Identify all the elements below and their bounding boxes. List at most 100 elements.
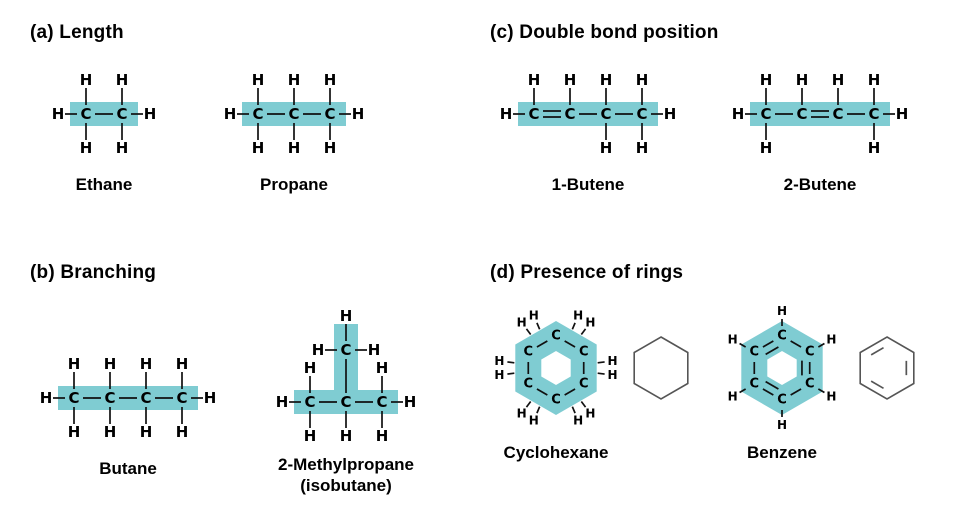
svg-text:C: C — [304, 393, 315, 411]
svg-text:H: H — [564, 71, 577, 89]
svg-text:H: H — [777, 304, 787, 318]
svg-text:H: H — [585, 406, 595, 420]
svg-text:C: C — [80, 105, 91, 123]
svg-text:H: H — [252, 139, 265, 157]
svg-text:H: H — [500, 105, 513, 123]
svg-text:H: H — [324, 139, 337, 157]
svg-text:H: H — [116, 139, 129, 157]
svg-text:C: C — [832, 105, 843, 123]
cyclohexane-label: Cyclohexane — [503, 443, 609, 462]
svg-text:H: H — [728, 333, 738, 347]
svg-text:H: H — [288, 71, 301, 89]
svg-text:H: H — [636, 71, 649, 89]
ethane-label: Ethane — [75, 175, 133, 194]
svg-text:C: C — [376, 393, 387, 411]
svg-text:H: H — [276, 393, 289, 411]
svg-text:C: C — [340, 393, 351, 411]
svg-text:H: H — [104, 423, 117, 441]
svg-text:H: H — [868, 71, 881, 89]
svg-text:H: H — [368, 341, 381, 359]
svg-text:H: H — [80, 71, 93, 89]
svg-text:H: H — [116, 71, 129, 89]
svg-text:C: C — [777, 329, 787, 344]
svg-text:H: H — [600, 71, 613, 89]
panel-length-heading: (a) Length — [30, 22, 124, 43]
svg-text:C: C — [524, 377, 534, 392]
svg-text:H: H — [600, 139, 613, 157]
svg-text:H: H — [796, 71, 809, 89]
svg-text:H: H — [140, 423, 153, 441]
svg-text:H: H — [494, 354, 504, 368]
svg-text:C: C — [288, 105, 299, 123]
svg-text:H: H — [529, 414, 539, 428]
svg-text:H: H — [664, 105, 677, 123]
svg-text:H: H — [144, 105, 157, 123]
svg-text:C: C — [116, 105, 127, 123]
svg-text:C: C — [600, 105, 611, 123]
svg-text:C: C — [760, 105, 771, 123]
svg-text:C: C — [524, 345, 534, 360]
svg-text:C: C — [104, 389, 115, 407]
svg-text:H: H — [68, 423, 81, 441]
svg-text:C: C — [750, 377, 760, 392]
svg-text:C: C — [528, 105, 539, 123]
svg-text:H: H — [204, 389, 217, 407]
svg-text:H: H — [494, 368, 504, 382]
benzene-shorthand-hexagon — [859, 336, 915, 400]
svg-text:C: C — [340, 341, 351, 359]
svg-text:C: C — [324, 105, 335, 123]
isobutane-label-line1: 2-Methylpropane — [277, 455, 415, 474]
butene2-label: 2-Butene — [783, 175, 857, 194]
propane-label: Propane — [259, 175, 329, 194]
svg-text:C: C — [564, 105, 575, 123]
svg-text:H: H — [760, 139, 773, 157]
butene1-label: 1-Butene — [551, 175, 625, 194]
cyclohexane-shorthand-hexagon — [633, 336, 689, 400]
svg-text:H: H — [80, 139, 93, 157]
svg-text:C: C — [805, 345, 815, 360]
svg-text:H: H — [728, 390, 738, 404]
svg-text:H: H — [304, 359, 317, 377]
panel-branching-heading: (b) Branching — [30, 262, 157, 283]
svg-text:H: H — [304, 427, 317, 445]
benzene-label: Benzene — [747, 443, 817, 462]
svg-text:C: C — [805, 377, 815, 392]
svg-text:H: H — [312, 341, 325, 359]
svg-text:H: H — [104, 355, 117, 373]
svg-text:H: H — [608, 354, 618, 368]
svg-text:H: H — [896, 105, 909, 123]
svg-text:H: H — [732, 105, 745, 123]
panel-double-bond-heading: (c) Double bond position — [490, 22, 719, 43]
svg-text:H: H — [528, 71, 541, 89]
svg-text:C: C — [579, 345, 589, 360]
svg-text:H: H — [376, 359, 389, 377]
svg-text:C: C — [176, 389, 187, 407]
svg-text:H: H — [517, 406, 527, 420]
svg-text:H: H — [376, 427, 389, 445]
svg-text:H: H — [252, 71, 265, 89]
svg-text:H: H — [68, 355, 81, 373]
svg-text:H: H — [340, 427, 353, 445]
svg-text:H: H — [573, 308, 583, 322]
svg-text:C: C — [579, 377, 589, 392]
isobutane-label: 2-Methylpropane (isobutane) — [278, 454, 414, 497]
svg-text:H: H — [585, 316, 595, 330]
svg-text:H: H — [52, 105, 65, 123]
svg-text:H: H — [404, 393, 417, 411]
svg-text:C: C — [551, 393, 561, 408]
